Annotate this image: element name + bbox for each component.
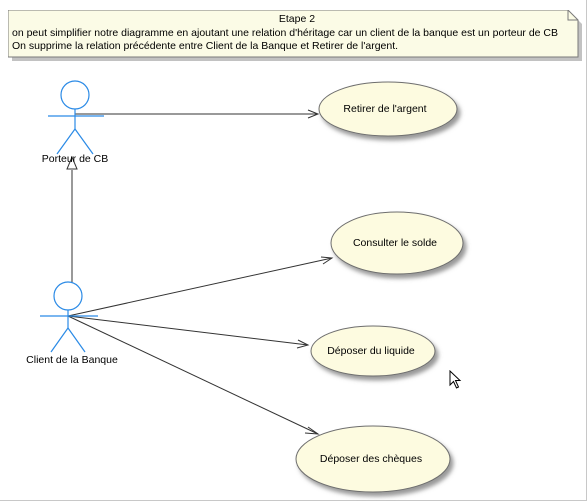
- generalization-arrow[interactable]: [66, 155, 78, 283]
- actor-porteur-figure[interactable]: [48, 80, 104, 155]
- actor-porteur-label: Porteur de CB: [41, 153, 109, 165]
- usecase-deposer-cheques-shape[interactable]: [295, 425, 451, 493]
- usecase-deposer-cheques-label: Déposer des chèques: [319, 453, 423, 465]
- note-title: Etape 2: [278, 13, 316, 25]
- association-retirer[interactable]: [75, 109, 320, 119]
- note-shape: [8, 10, 582, 61]
- association-deposer-liquide[interactable]: [67, 315, 310, 349]
- usecase-consulter-label: Consulter le solde: [352, 237, 438, 249]
- note-box[interactable]: Etape 2 on peut simplifier notre diagram…: [8, 10, 582, 61]
- note-line-1: on peut simplifier notre diagramme en aj…: [12, 26, 559, 39]
- association-consulter[interactable]: [67, 256, 334, 317]
- mouse-cursor-icon: [449, 370, 462, 389]
- actor-client-label: Client de la Banque: [26, 354, 118, 366]
- actor-client-figure[interactable]: [40, 281, 98, 353]
- association-deposer-cheques[interactable]: [67, 315, 320, 435]
- usecase-retirer-shape[interactable]: [318, 81, 458, 137]
- usecase-deposer-liquide-label: Déposer du liquide: [327, 345, 415, 357]
- usecase-deposer-liquide-shape[interactable]: [310, 325, 436, 377]
- note-text: Etape 2 on peut simplifier notre diagram…: [12, 13, 582, 54]
- note-line-2: On supprime la relation précédente entre…: [12, 40, 399, 52]
- usecase-consulter-shape[interactable]: [330, 211, 464, 275]
- usecase-retirer-label: Retirer de l'argent: [343, 103, 427, 115]
